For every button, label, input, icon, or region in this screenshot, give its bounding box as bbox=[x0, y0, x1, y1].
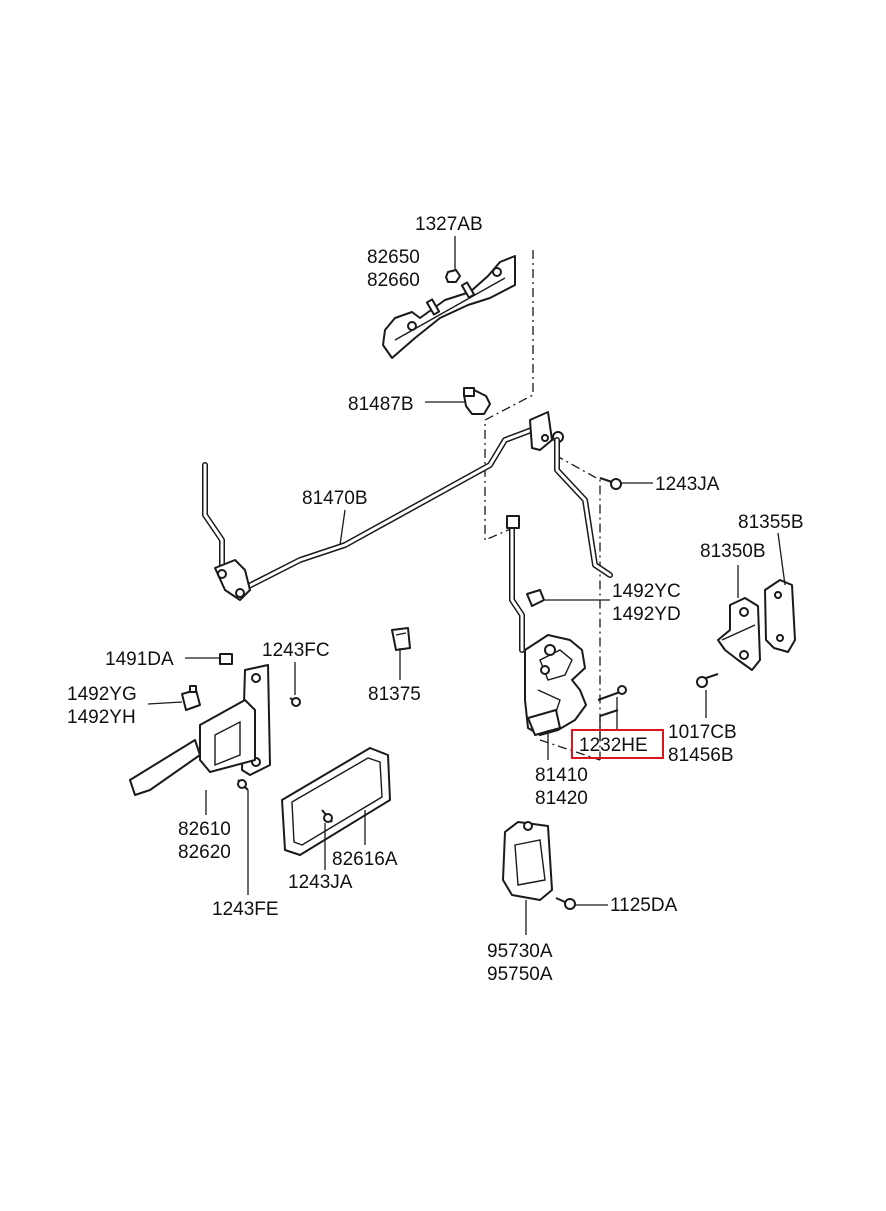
label-1232HE: 1232HE bbox=[579, 735, 648, 756]
label-1243JA-lower: 1243JA bbox=[288, 872, 353, 893]
door-latch-assembly bbox=[524, 634, 587, 736]
label-1243FC: 1243FC bbox=[262, 640, 330, 661]
label-1492YG: 1492YG bbox=[67, 684, 137, 705]
label-82660: 82660 bbox=[367, 270, 420, 291]
label-82616A: 82616A bbox=[332, 849, 398, 870]
upper-latch-bracket bbox=[382, 255, 516, 359]
clip-81375 bbox=[391, 627, 411, 651]
rod-clip bbox=[463, 387, 491, 415]
bolt-1491DA bbox=[219, 653, 233, 665]
label-1125DA: 1125DA bbox=[610, 895, 678, 916]
screw-1243JA-lower bbox=[321, 809, 333, 823]
label-1017CB: 1017CB bbox=[668, 722, 737, 743]
label-1243FE: 1243FE bbox=[212, 899, 279, 920]
outside-handle-rod bbox=[202, 422, 548, 601]
latch-screws-1232HE bbox=[597, 685, 627, 717]
rod-clip-1492YC bbox=[526, 589, 545, 607]
inside-handle-bezel bbox=[281, 747, 391, 856]
screw-1243JA-upper bbox=[599, 477, 622, 490]
label-81420: 81420 bbox=[535, 788, 588, 809]
door-lock-actuator bbox=[502, 821, 553, 901]
nut-1327AB bbox=[445, 269, 461, 283]
door-striker bbox=[717, 597, 761, 671]
label-81355B: 81355B bbox=[738, 512, 804, 533]
label-81487B: 81487B bbox=[348, 394, 414, 415]
clip-1492YG bbox=[181, 685, 201, 711]
label-1491DA: 1491DA bbox=[105, 649, 174, 670]
leader-lines bbox=[147, 236, 786, 935]
label-95730A: 95730A bbox=[487, 941, 553, 962]
label-82650: 82650 bbox=[367, 247, 420, 268]
label-81456B: 81456B bbox=[668, 745, 734, 766]
label-1492YD: 1492YD bbox=[612, 604, 681, 625]
label-82610: 82610 bbox=[178, 819, 231, 840]
lock-link-rod bbox=[506, 515, 525, 653]
screw-1243FE bbox=[237, 779, 249, 791]
screw-1243FC bbox=[289, 697, 301, 707]
label-1327AB: 1327AB bbox=[415, 214, 483, 235]
label-81410: 81410 bbox=[535, 765, 588, 786]
part-labels: 1327AB 82650 82660 81487B 81470B 1243JA … bbox=[67, 214, 804, 985]
label-1243JA-upper: 1243JA bbox=[655, 474, 720, 495]
label-1492YC: 1492YC bbox=[612, 581, 681, 602]
latch-link-rod bbox=[554, 437, 613, 578]
highlight-box-1232HE bbox=[571, 729, 664, 759]
label-81375: 81375 bbox=[368, 684, 421, 705]
striker-shim bbox=[764, 579, 796, 653]
assembly-reference-lines bbox=[484, 250, 601, 761]
screw-1125DA bbox=[555, 897, 576, 910]
label-81470B: 81470B bbox=[302, 488, 368, 509]
label-1492YH: 1492YH bbox=[67, 707, 136, 728]
label-95750A: 95750A bbox=[487, 964, 553, 985]
screw-1017CB bbox=[696, 673, 719, 688]
label-81350B: 81350B bbox=[700, 541, 766, 562]
inside-handle bbox=[129, 664, 271, 796]
label-82620: 82620 bbox=[178, 842, 231, 863]
